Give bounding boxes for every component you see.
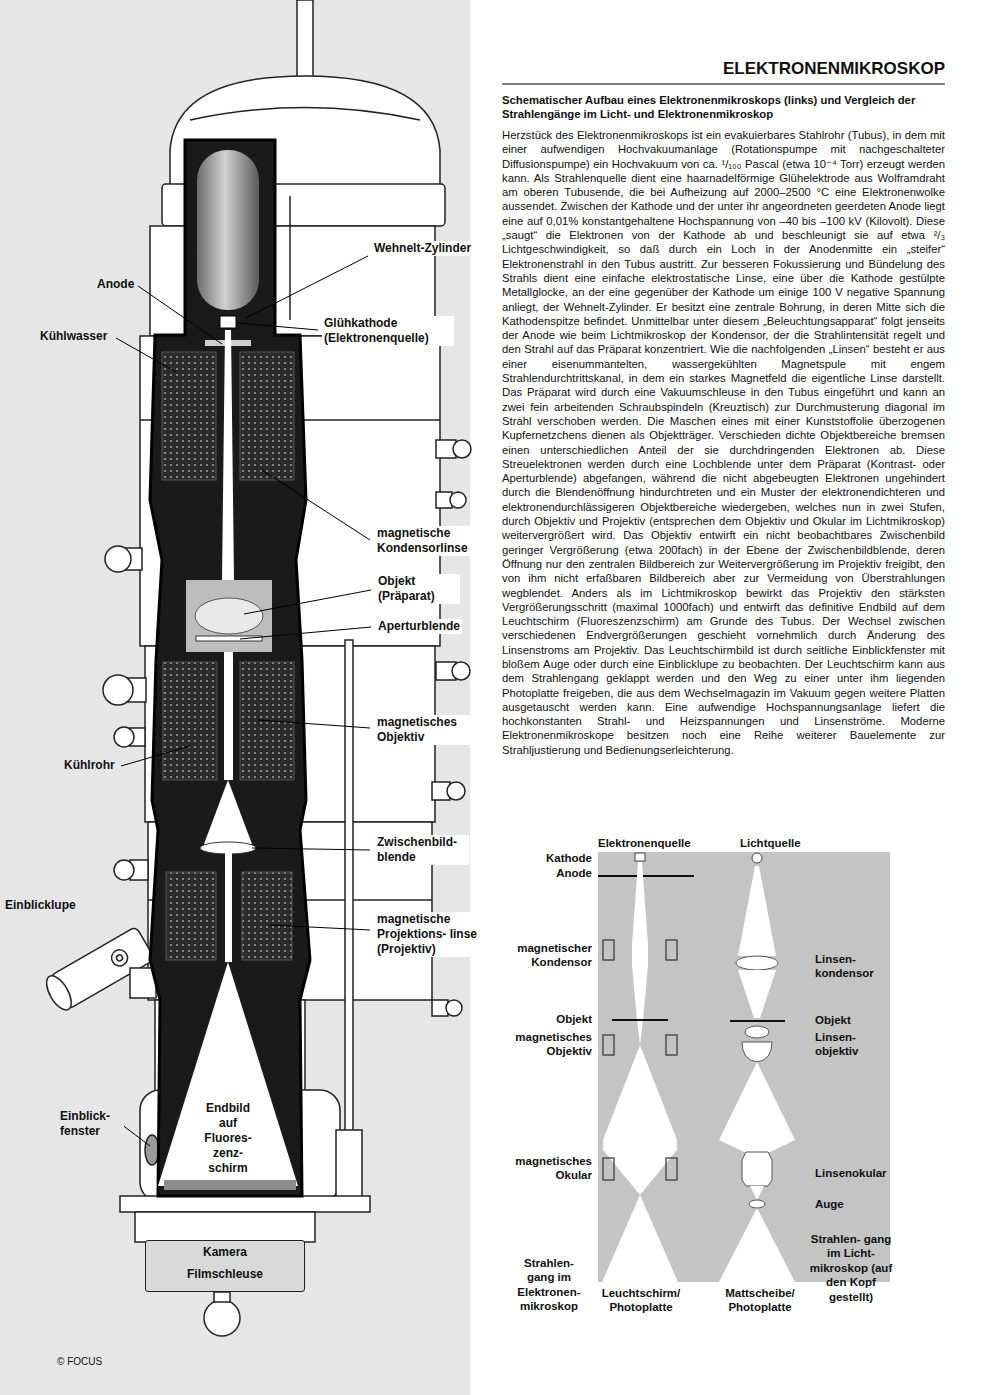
leader-lines xyxy=(116,256,371,1146)
part-label: magnetisches Okular xyxy=(495,1154,592,1183)
part-label: Einblicklupe xyxy=(3,898,78,913)
part-label: Linsen- objektiv xyxy=(815,1030,877,1059)
panel-ground xyxy=(0,0,470,1395)
light-beam-path xyxy=(719,853,795,1282)
part-label: Aperturblende xyxy=(376,619,462,634)
part-label: Strahlen- gang im Licht- mikroskop (auf … xyxy=(806,1232,896,1304)
part-label: Wehnelt-Zylinder xyxy=(372,241,473,256)
part-label: Linsen- kondensor xyxy=(815,952,887,981)
part-label: magnetisches Objektiv xyxy=(375,715,479,745)
part-label: Auge xyxy=(815,1197,844,1211)
comparison-ground xyxy=(598,852,890,1282)
part-label: Kühlrohr xyxy=(62,758,117,773)
part-label: Objekt (Präparat) xyxy=(376,574,460,604)
part-label: Kathode xyxy=(505,851,592,865)
part-label: magnetische Kondensorlinse xyxy=(375,526,479,556)
wehnelt-symbol xyxy=(220,316,236,328)
camera-box: KameraFilmschleuse xyxy=(145,1240,305,1292)
part-label: magnetische Projektions- linse (Projekti… xyxy=(375,912,484,957)
part-label: Linsenokular xyxy=(815,1166,887,1180)
part-label: magnetisches Objektiv xyxy=(495,1030,592,1059)
node-text: Filmschleuse xyxy=(150,1267,300,1283)
electron-beam-path xyxy=(598,853,694,1282)
part-label: Strahlen- gang im Elektronen- mikroskop xyxy=(512,1256,586,1314)
subtitle-caption: Schematischer Aufbau eines Elektronenmik… xyxy=(502,93,945,121)
part-label: Einblick- fenster xyxy=(58,1109,124,1139)
part-label: Kühlwasser xyxy=(38,329,109,344)
part-label: Elektronenquelle xyxy=(598,836,691,850)
body-text: Herzstück des Elektronenmikroskops ist e… xyxy=(502,128,945,757)
cathode-holder xyxy=(197,150,259,310)
part-label: Mattscheibe/ Photoplatte xyxy=(715,1286,805,1315)
part-label: Leuchtschirm/ Photoplatte xyxy=(596,1286,686,1315)
part-label: Anode xyxy=(505,866,592,880)
beam-channel xyxy=(158,330,298,1190)
part-label: Anode xyxy=(95,277,136,292)
node-text: Kamera xyxy=(150,1245,300,1261)
part-label: Zwischenbild- blende xyxy=(375,835,469,865)
copyright-note: © FOCUS xyxy=(57,1356,102,1369)
part-label: Endbild auf Fluores- zenz- schirm xyxy=(196,1101,260,1176)
part-label: Glühkathode (Elektronenquelle) xyxy=(322,316,454,346)
title-rule xyxy=(502,84,945,85)
page-title: ELEKTRONENMIKROSKOP xyxy=(502,58,945,79)
column-cutaway xyxy=(150,140,310,1196)
part-label: Objekt xyxy=(505,1012,592,1026)
part-label: magnetischer Kondensor xyxy=(495,941,592,970)
part-label: Objekt xyxy=(815,1013,851,1027)
part-label: Lichtquelle xyxy=(740,836,801,850)
microscope-housing xyxy=(42,0,471,1336)
